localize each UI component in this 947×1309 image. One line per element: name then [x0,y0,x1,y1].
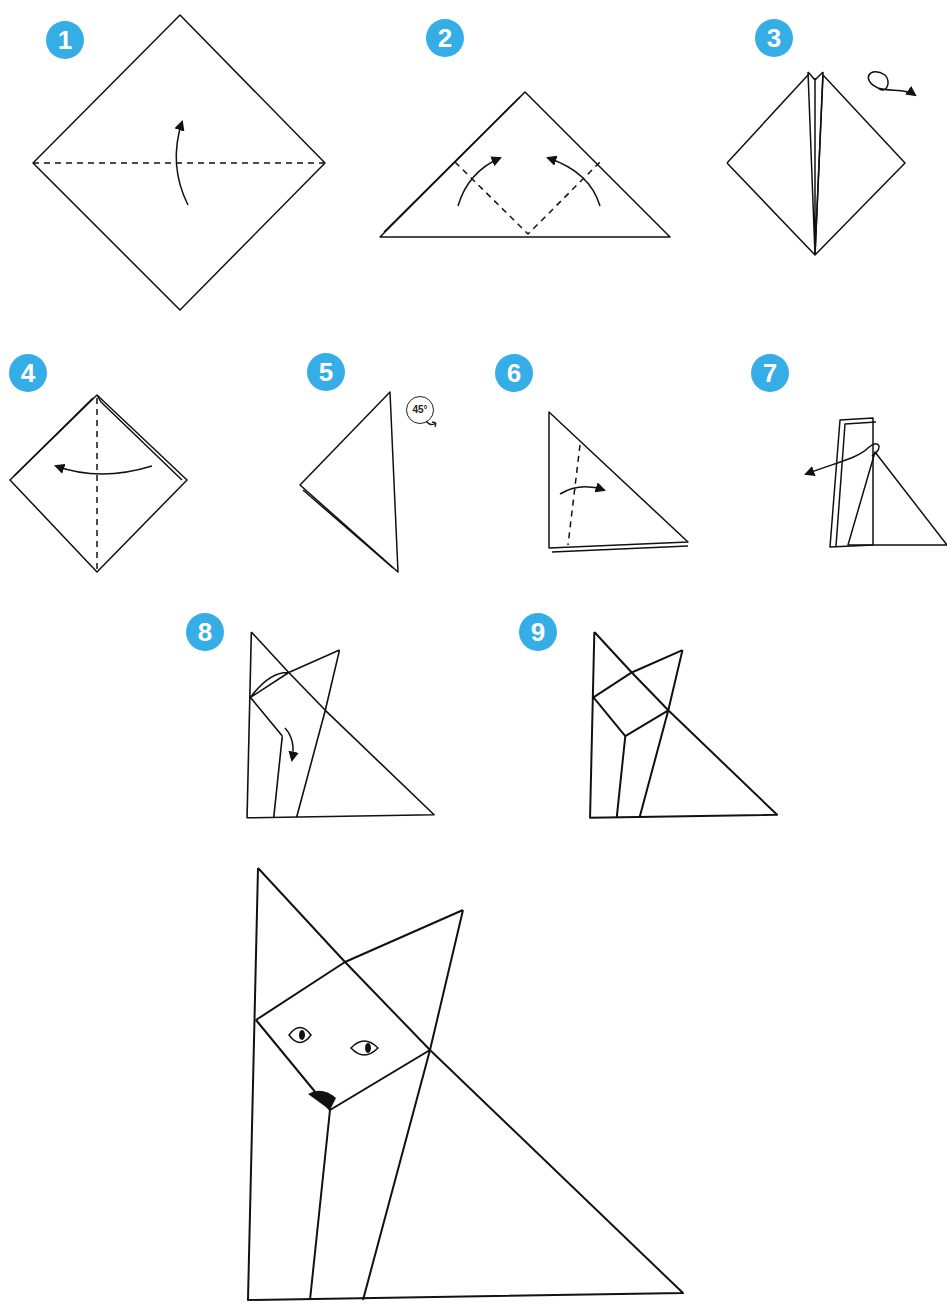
step-number: 3 [755,19,793,57]
step-number-text: 6 [507,360,521,386]
fold-line [568,445,580,545]
fold-arrow [548,158,600,206]
fold-arrow [56,466,152,474]
paper-triangle [300,392,398,572]
paper-layer [384,97,520,232]
fold-arrow [176,122,188,205]
step-number-text: 4 [21,360,35,386]
step-number-text: 1 [58,27,72,53]
step-number: 7 [751,354,789,392]
rotation-arrow [425,419,437,429]
fold-line [96,398,98,572]
rotation-icon: 45° [406,396,434,424]
step-number: 1 [46,21,84,59]
paper-triangle [549,412,688,548]
step-number: 6 [495,354,533,392]
step-number: 5 [307,353,345,391]
step-number-text: 9 [531,619,545,645]
paper-layer [303,490,393,568]
fox-step [590,632,777,818]
paper-neck [830,418,876,547]
paper-square [33,15,325,310]
step-number: 4 [9,354,47,392]
step-number: 9 [519,613,557,651]
step-number-text: 7 [763,360,777,386]
paper-flaps [808,72,823,255]
step-number-text: 5 [319,359,333,385]
paper-triangle [380,92,670,237]
fold-arrow [285,728,293,760]
paper-layer [14,395,182,480]
finished-fox [248,868,683,1300]
rotation-angle: 45° [412,405,427,415]
fold-arrow [560,487,604,494]
paper-body [848,452,947,545]
fox-step [247,632,434,818]
step-number: 2 [426,19,464,57]
step-number-text: 3 [767,25,781,51]
paper-layer [552,546,688,552]
step-number-text: 8 [198,619,212,645]
step-number: 8 [186,613,224,651]
fold-line [33,162,325,164]
step-number-text: 2 [438,25,452,51]
fold-arrow [806,444,879,474]
paper-diamond [10,395,187,572]
flip-symbol [868,72,915,95]
fold-arrow [458,158,500,206]
